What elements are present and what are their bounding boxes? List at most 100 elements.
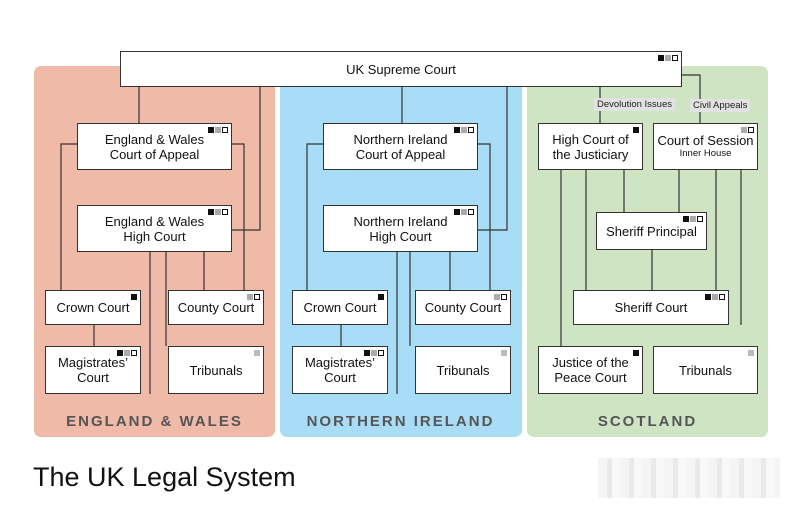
northern-ireland-region-label: NORTHERN IRELAND [306, 413, 495, 430]
ew-court-of-appeal-line2: Court of Appeal [109, 146, 200, 162]
ni-county-court-label: County Court [424, 300, 502, 315]
jurisdiction-markers [748, 350, 754, 356]
black-marker-icon [633, 127, 639, 133]
ni-high-court-line1: Northern Ireland [353, 213, 448, 229]
ring-marker-icon [468, 127, 474, 133]
ring-marker-icon [719, 294, 725, 300]
england-wales-region-label: ENGLAND & WALES [66, 413, 243, 430]
gray-marker-icon [494, 294, 500, 300]
sc-sheriff-principal-label: Sheriff Principal [606, 223, 697, 239]
gray-marker-icon [665, 55, 671, 61]
ni-magistrates-court-line2: Court [324, 370, 356, 385]
ring-marker-icon [468, 209, 474, 215]
sc-inner-house-label: Inner House [679, 148, 732, 159]
ring-marker-icon [222, 127, 228, 133]
black-marker-icon [633, 350, 639, 356]
sc-sheriff-court-label: Sheriff Court [614, 300, 688, 315]
ni-high-court-box: Northern Ireland High Court [323, 205, 478, 252]
ew-magistrates-court-line2: Court [77, 370, 109, 385]
sc-court-of-session-box: Court of Session Inner House [653, 123, 758, 170]
scotland-region-label: SCOTLAND [597, 413, 698, 430]
devolution-issues-tag: Devolution Issues [594, 98, 675, 111]
jurisdiction-markers [633, 127, 639, 133]
jurisdiction-markers [117, 350, 137, 356]
sc-sheriff-principal-box: Sheriff Principal [596, 212, 707, 250]
ew-magistrates-court-box: Magistrates’ Court [45, 346, 141, 394]
jurisdiction-markers [208, 127, 228, 133]
ew-tribunals-box: Tribunals [168, 346, 264, 394]
black-marker-icon [658, 55, 664, 61]
jurisdiction-markers [741, 127, 754, 133]
jurisdiction-markers [378, 294, 384, 300]
civil-appeals-tag: Civil Appeals [690, 99, 751, 112]
ring-marker-icon [254, 294, 260, 300]
ew-magistrates-court-line1: Magistrates’ [57, 355, 129, 370]
jurisdiction-markers [454, 127, 474, 133]
ni-tribunals-box: Tribunals [415, 346, 511, 394]
uk-supreme-court-box: UK Supreme Court [120, 51, 682, 87]
ew-crown-court-box: Crown Court [45, 290, 141, 325]
jurisdiction-markers [247, 294, 260, 300]
jurisdiction-markers [254, 350, 260, 356]
ew-county-court-box: County Court [168, 290, 264, 325]
ni-county-court-box: County Court [415, 290, 511, 325]
gray-marker-icon [215, 127, 221, 133]
ni-magistrates-court-line1: Magistrates’ [304, 355, 376, 370]
sc-tribunals-box: Tribunals [653, 346, 758, 394]
black-marker-icon [705, 294, 711, 300]
sc-justice-peace-line1: Justice of the [552, 355, 629, 370]
ew-court-of-appeal-box: England & Wales Court of Appeal [77, 123, 232, 170]
black-marker-icon [131, 294, 137, 300]
ring-marker-icon [222, 209, 228, 215]
ew-high-court-line2: High Court [123, 228, 186, 244]
ni-court-of-appeal-line1: Northern Ireland [353, 131, 448, 147]
jurisdiction-markers [494, 294, 507, 300]
uk-supreme-court-label: UK Supreme Court [346, 61, 456, 77]
ni-magistrates-court-box: Magistrates’ Court [292, 346, 388, 394]
ni-tribunals-label: Tribunals [436, 362, 490, 378]
ni-high-court-line2: High Court [369, 228, 432, 244]
black-marker-icon [378, 294, 384, 300]
light-marker-icon [501, 350, 507, 356]
jurisdiction-markers [683, 216, 703, 222]
sc-court-of-session-label: Court of Session [657, 133, 754, 148]
gray-marker-icon [215, 209, 221, 215]
ni-crown-court-box: Crown Court [292, 290, 388, 325]
ew-court-of-appeal-line1: England & Wales [104, 131, 205, 147]
jurisdiction-markers [633, 350, 639, 356]
sc-justiciary-line2: the Justiciary [552, 146, 629, 162]
black-marker-icon [454, 209, 460, 215]
jurisdiction-markers [454, 209, 474, 215]
page-title: The UK Legal System [33, 462, 296, 492]
gray-marker-icon [124, 350, 130, 356]
sc-justice-peace-line2: Peace Court [554, 370, 627, 385]
jurisdiction-markers [501, 350, 507, 356]
watermark [598, 458, 780, 498]
jurisdiction-markers [131, 294, 137, 300]
gray-marker-icon [371, 350, 377, 356]
sc-justice-of-the-peace-box: Justice of the Peace Court [538, 346, 643, 394]
sc-high-court-justiciary-box: High Court of the Justiciary [538, 123, 643, 170]
ring-marker-icon [697, 216, 703, 222]
jurisdiction-markers [208, 209, 228, 215]
ew-high-court-line1: England & Wales [104, 213, 205, 229]
black-marker-icon [454, 127, 460, 133]
gray-marker-icon [741, 127, 747, 133]
ew-crown-court-label: Crown Court [56, 300, 130, 315]
light-marker-icon [254, 350, 260, 356]
ring-marker-icon [378, 350, 384, 356]
jurisdiction-markers [705, 294, 725, 300]
gray-marker-icon [461, 127, 467, 133]
light-marker-icon [748, 350, 754, 356]
gray-marker-icon [712, 294, 718, 300]
jurisdiction-markers [658, 55, 678, 61]
sc-justiciary-line1: High Court of [552, 131, 629, 147]
ring-marker-icon [748, 127, 754, 133]
black-marker-icon [683, 216, 689, 222]
jurisdiction-markers [364, 350, 384, 356]
ew-tribunals-label: Tribunals [189, 362, 243, 378]
ew-high-court-box: England & Wales High Court [77, 205, 232, 252]
ring-marker-icon [672, 55, 678, 61]
ni-court-of-appeal-line2: Court of Appeal [355, 146, 446, 162]
